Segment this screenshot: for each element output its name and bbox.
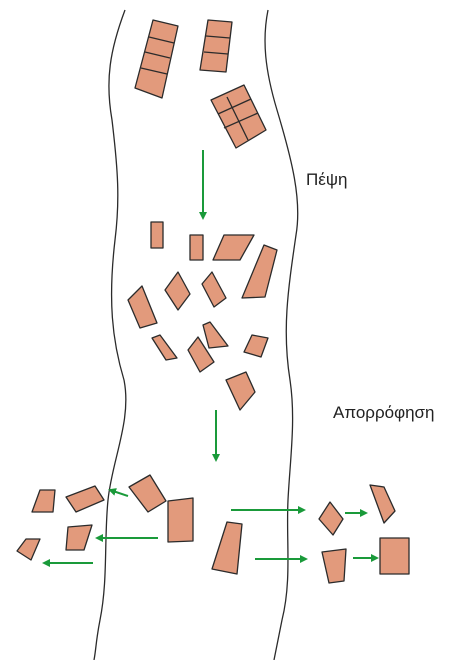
intestine-right-wall — [265, 10, 298, 660]
food-block-3 — [211, 85, 266, 148]
particle — [242, 245, 277, 298]
food-particles-absorbed — [17, 475, 409, 583]
particle — [129, 475, 166, 512]
food-particles-digested — [128, 222, 277, 410]
particle — [190, 235, 203, 260]
particle — [32, 490, 55, 512]
food-particles-intact — [135, 20, 266, 148]
particle — [203, 322, 228, 348]
intestine-left-wall — [94, 10, 126, 660]
particle — [322, 549, 346, 583]
particle — [213, 235, 254, 260]
particle — [66, 525, 92, 550]
particle — [380, 538, 409, 574]
particle — [202, 272, 226, 307]
particle — [168, 498, 193, 542]
intestine-walls — [94, 10, 298, 660]
particle — [152, 335, 177, 360]
arrow-left-upper — [110, 490, 128, 496]
particle — [212, 522, 242, 574]
food-block-1 — [135, 20, 178, 98]
particle — [370, 485, 395, 523]
particle — [151, 222, 163, 248]
particle — [319, 502, 343, 535]
particle — [66, 486, 104, 512]
food-block-2 — [200, 20, 232, 72]
particle — [226, 372, 255, 410]
particle — [165, 272, 190, 310]
particle — [128, 286, 157, 328]
digestion-label: Πέψη — [306, 170, 347, 190]
particle — [17, 539, 40, 560]
particle — [244, 335, 268, 357]
absorption-label: Απορρόφηση — [333, 403, 435, 423]
